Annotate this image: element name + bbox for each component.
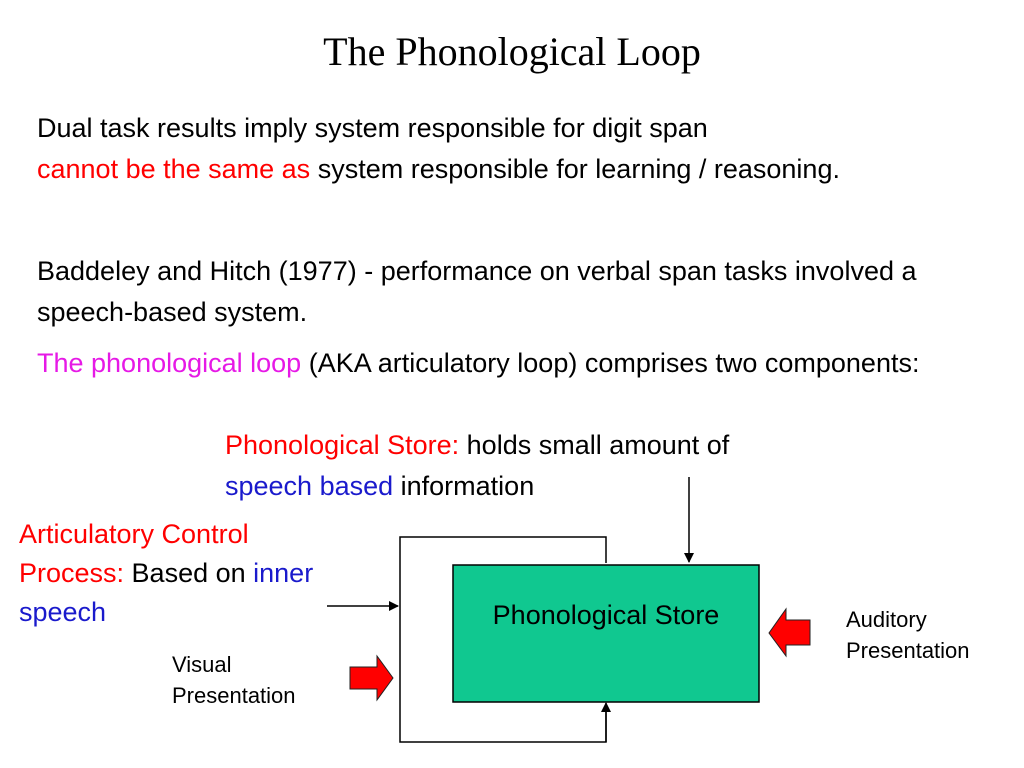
dual-task-text: Dual task results imply system responsib… [37, 113, 708, 143]
visual-presentation-label: Visual Presentation [172, 652, 296, 708]
auditory-presentation-label: Auditory Presentation [846, 607, 970, 663]
auditory-input-arrow [768, 607, 811, 658]
store-box-label: Phonological Store [492, 600, 720, 630]
phonological-store-description: Phonological Store: holds small amount o… [225, 425, 905, 507]
process-term: Process: [19, 558, 125, 588]
store-desc-text2: information [393, 471, 535, 501]
paragraph-phonological-loop: The phonological loop (AKA articulatory … [37, 343, 987, 384]
paragraph-baddeley-hitch: Baddeley and Hitch (1977) - performance … [37, 256, 917, 327]
slide-title: The Phonological Loop [323, 29, 701, 74]
based-on-text: Based on [124, 558, 254, 588]
cannot-be-same-highlight: cannot be the same as [37, 154, 311, 184]
articulatory-control-term: Articulatory Control [19, 519, 249, 549]
speech-based-highlight: speech based [225, 471, 394, 501]
speech-highlight: speech [19, 597, 107, 627]
articulatory-control-description: Articulatory Control Process: Based on i… [19, 515, 409, 632]
phonological-loop-rest: (AKA articulatory loop) comprises two co… [301, 348, 920, 378]
visual-input-arrow [349, 654, 394, 702]
phonological-store-term: Phonological Store: [225, 430, 460, 460]
dual-task-rest: system responsible for learning / reason… [310, 154, 840, 184]
store-desc-text1: holds small amount of [459, 430, 730, 460]
inner-highlight: inner [253, 558, 314, 588]
phonological-loop-highlight: The phonological loop [37, 348, 302, 378]
phonological-store-box [452, 564, 760, 703]
paragraph-dual-task: Dual task results imply system responsib… [37, 108, 937, 190]
